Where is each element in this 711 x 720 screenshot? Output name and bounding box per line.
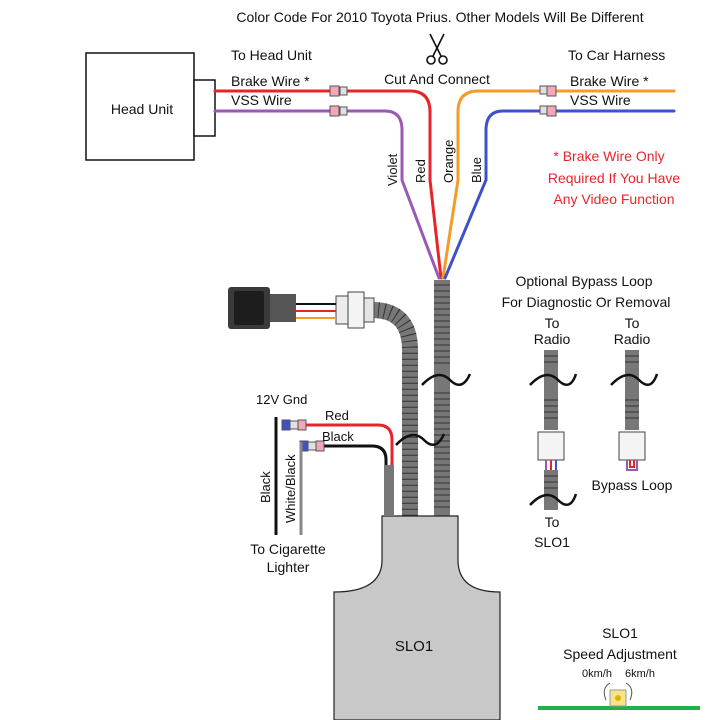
lighter-label-2: Lighter (267, 559, 310, 575)
to-car-harness-label: To Car Harness (568, 47, 665, 63)
slo1-module-label: SLO1 (395, 638, 433, 655)
rotate-right-arrow-icon (625, 682, 633, 701)
wire-connectors (329, 85, 557, 117)
power-black-wire (308, 444, 388, 516)
orange-label: Orange (441, 140, 456, 183)
main-harness-tube (421, 280, 472, 516)
to-slo1-2: SLO1 (534, 534, 570, 550)
head-unit-box (85, 52, 195, 161)
vss-wire-right-label: VSS Wire (570, 92, 631, 108)
black-vertical-label: Black (258, 471, 273, 503)
switch-harness-tube (371, 302, 446, 516)
speed-title-1: SLO1 (602, 625, 638, 641)
violet-vss-wire (213, 109, 441, 280)
to-radio-left-1: To (545, 315, 560, 331)
power-connectors (281, 419, 325, 452)
speed-high-label: 6km/h (625, 668, 655, 680)
head-unit-connector (193, 79, 216, 137)
power-red-label: Red (325, 408, 349, 423)
svg-text:Required If You Have: Required If You Have (548, 170, 681, 186)
bypass-title-1: Optional Bypass Loop (516, 273, 653, 289)
bypass-title-2: For Diagnostic Or Removal (502, 294, 671, 310)
gnd-label: 12V Gnd (256, 392, 307, 407)
red-brake-wire (213, 89, 443, 280)
bypass-loop-label: Bypass Loop (592, 477, 673, 493)
speed-title-2: Speed Adjustment (563, 646, 677, 662)
red-label: Red (413, 159, 428, 183)
rocker-switch-icon (228, 287, 296, 329)
vss-wire-left-label: VSS Wire (231, 92, 292, 108)
blue-label: Blue (469, 157, 484, 183)
violet-label: Violet (385, 153, 400, 186)
power-black-label: Black (322, 429, 354, 444)
svg-text:Any Video Function: Any Video Function (553, 191, 674, 207)
to-head-unit-label: To Head Unit (231, 47, 312, 63)
to-radio-left-2: Radio (534, 331, 571, 347)
to-radio-right-1: To (625, 315, 640, 331)
white-black-vertical-label: White/Black (283, 454, 298, 523)
lighter-label-1: To Cigarette (250, 541, 326, 557)
head-unit-label: Head Unit (111, 101, 173, 117)
scissors-icon (426, 33, 448, 65)
blue-vss-wire (443, 109, 676, 280)
speed-low-label: 0km/h (582, 668, 612, 680)
brake-note: * Brake Wire Only Required If You Have A… (548, 148, 681, 207)
cut-connect-label: Cut And Connect (384, 71, 490, 87)
power-cable-sleeve (384, 465, 394, 516)
power-red-wire (290, 423, 394, 516)
brake-wire-left-label: Brake Wire * (231, 73, 310, 89)
switch-inline-connector (335, 291, 375, 329)
rotate-left-arrow-icon (603, 682, 611, 701)
orange-brake-wire (441, 89, 676, 280)
diagram-title: Color Code For 2010 Toyota Prius. Other … (236, 9, 643, 25)
bypass-harness-right (610, 350, 659, 471)
bypass-harness-left (529, 350, 578, 510)
to-slo1-1: To (545, 514, 560, 530)
potentiometer-knob[interactable] (615, 695, 621, 701)
to-radio-right-2: Radio (614, 331, 651, 347)
brake-wire-right-label: Brake Wire * (570, 73, 649, 89)
svg-text:* Brake Wire Only: * Brake Wire Only (553, 148, 664, 164)
slo1-module (333, 515, 501, 720)
